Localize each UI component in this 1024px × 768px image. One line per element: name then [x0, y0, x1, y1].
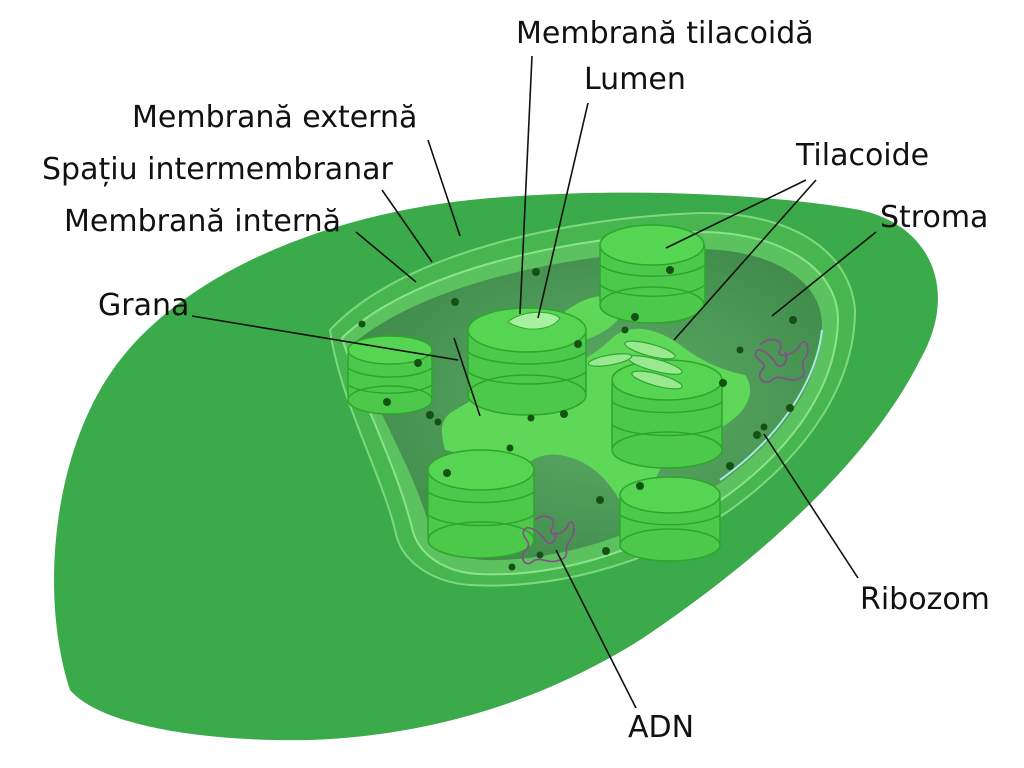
granum-top	[599, 224, 706, 324]
lumen-opening	[507, 311, 561, 330]
granum-left	[347, 335, 433, 415]
label-lumen: Lumen	[584, 62, 686, 97]
granum-lower-left	[427, 449, 535, 559]
label-grana: Grana	[98, 288, 190, 323]
thylakoid-slices	[587, 340, 683, 390]
ribosomes	[358, 266, 797, 571]
dna-cluster-right	[754, 338, 809, 383]
label-ribozom: Ribozom	[860, 582, 990, 617]
inner-membrane-edge	[719, 329, 823, 481]
granum-right	[611, 359, 723, 469]
leader-lines	[191, 55, 877, 709]
label-membrana-interna: Membrană internă	[64, 204, 342, 239]
label-membrana-externa: Membrană externă	[132, 100, 418, 135]
label-membrana-tilacoida: Membrană tilacoidă	[516, 16, 814, 51]
dna-cluster-left	[521, 515, 575, 565]
granum-center	[467, 307, 587, 416]
label-spatiu-intermembranar: Spațiu intermembranar	[42, 152, 393, 187]
granum-lower-right	[619, 476, 721, 562]
label-stroma: Stroma	[880, 200, 989, 235]
label-tilacoide: Tilacoide	[796, 138, 930, 173]
label-adn: ADN	[628, 710, 695, 745]
